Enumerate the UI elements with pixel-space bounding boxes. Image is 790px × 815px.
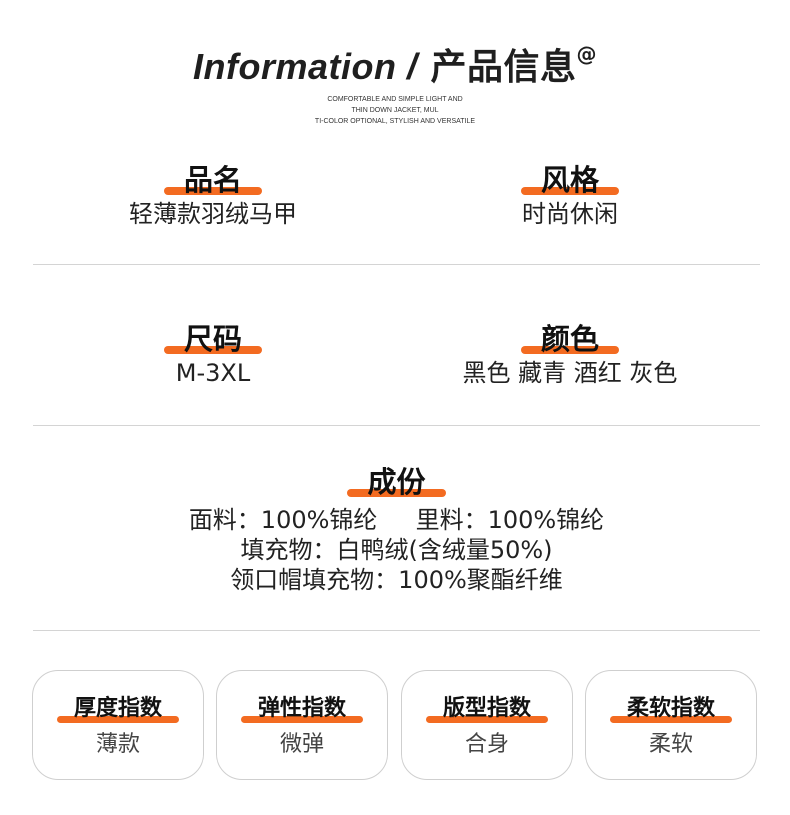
spec-label-text: 风格 — [540, 163, 599, 197]
index-label-text: 弹性指数 — [257, 696, 346, 721]
page-title: Information / 产品信息@ — [0, 38, 790, 90]
index-value: 柔软 — [648, 732, 693, 757]
composition-line: 面料：100%锦纶 里料：100%锦纶 — [188, 506, 605, 534]
spec-label: 风格 — [520, 163, 619, 197]
spec-size: 尺码 M-3XL — [33, 322, 393, 388]
index-card-softness: 柔软指数 柔软 — [585, 670, 757, 780]
index-value: 合身 — [464, 732, 509, 757]
index-label: 厚度指数 — [56, 695, 179, 723]
composition-line: 填充物：白鸭绒(含绒量50%) — [240, 536, 553, 564]
spec-label: 品名 — [163, 163, 262, 197]
index-value: 薄款 — [95, 732, 140, 757]
divider — [33, 425, 760, 426]
spec-color: 颜色 黑色 藏青 酒红 灰色 — [400, 322, 740, 388]
index-label: 版型指数 — [425, 695, 548, 723]
spec-value: 黑色 藏青 酒红 灰色 — [462, 359, 678, 387]
spec-label-text: 成份 — [367, 465, 426, 499]
title-chinese: 产品信息 — [430, 47, 577, 88]
spec-label: 颜色 — [520, 322, 619, 356]
subtitle: COMFORTABLE AND SIMPLE LIGHT AND THIN DO… — [0, 94, 790, 127]
spec-label: 成份 — [347, 465, 446, 499]
divider — [33, 630, 760, 631]
subtitle-line: TI-COLOR OPTIONAL, STYLISH AND VERSATILE — [314, 118, 476, 125]
index-card-thickness: 厚度指数 薄款 — [32, 670, 204, 780]
composition-line: 领口帽填充物：100%聚酯纤维 — [230, 566, 563, 594]
spec-label: 尺码 — [163, 322, 262, 356]
composition-lines: 面料：100%锦纶 里料：100%锦纶填充物：白鸭绒(含绒量50%)领口帽填充物… — [33, 505, 760, 595]
subtitle-line: COMFORTABLE AND SIMPLE LIGHT AND — [327, 96, 463, 103]
index-label: 柔软指数 — [609, 695, 732, 723]
spec-label-text: 品名 — [183, 163, 242, 197]
index-label: 弹性指数 — [240, 695, 363, 723]
index-card-elasticity: 弹性指数 微弹 — [216, 670, 388, 780]
spec-name: 品名 轻薄款羽绒马甲 — [33, 163, 393, 229]
index-label-text: 版型指数 — [442, 696, 531, 721]
spec-label-text: 颜色 — [540, 322, 599, 356]
index-label-text: 厚度指数 — [73, 696, 162, 721]
divider — [33, 264, 760, 265]
title-english: Information / — [192, 46, 418, 87]
spec-value: 时尚休闲 — [522, 200, 618, 228]
index-value: 微弹 — [279, 732, 324, 757]
title: Information / 产品信息@ — [193, 38, 597, 90]
spec-style: 风格 时尚休闲 — [400, 163, 740, 229]
index-cards: 厚度指数 薄款 弹性指数 微弹 版型指数 合身 柔软指数 柔软 — [32, 670, 760, 780]
spec-value: M-3XL — [175, 359, 251, 387]
spec-label-text: 尺码 — [183, 322, 242, 356]
spec-composition: 成份 面料：100%锦纶 里料：100%锦纶填充物：白鸭绒(含绒量50%)领口帽… — [33, 465, 760, 595]
subtitle-line: THIN DOWN JACKET, MUL — [351, 107, 439, 114]
title-symbol: @ — [576, 42, 598, 66]
spec-value: 轻薄款羽绒马甲 — [129, 200, 297, 228]
index-card-fit: 版型指数 合身 — [401, 670, 573, 780]
index-label-text: 柔软指数 — [626, 696, 715, 721]
